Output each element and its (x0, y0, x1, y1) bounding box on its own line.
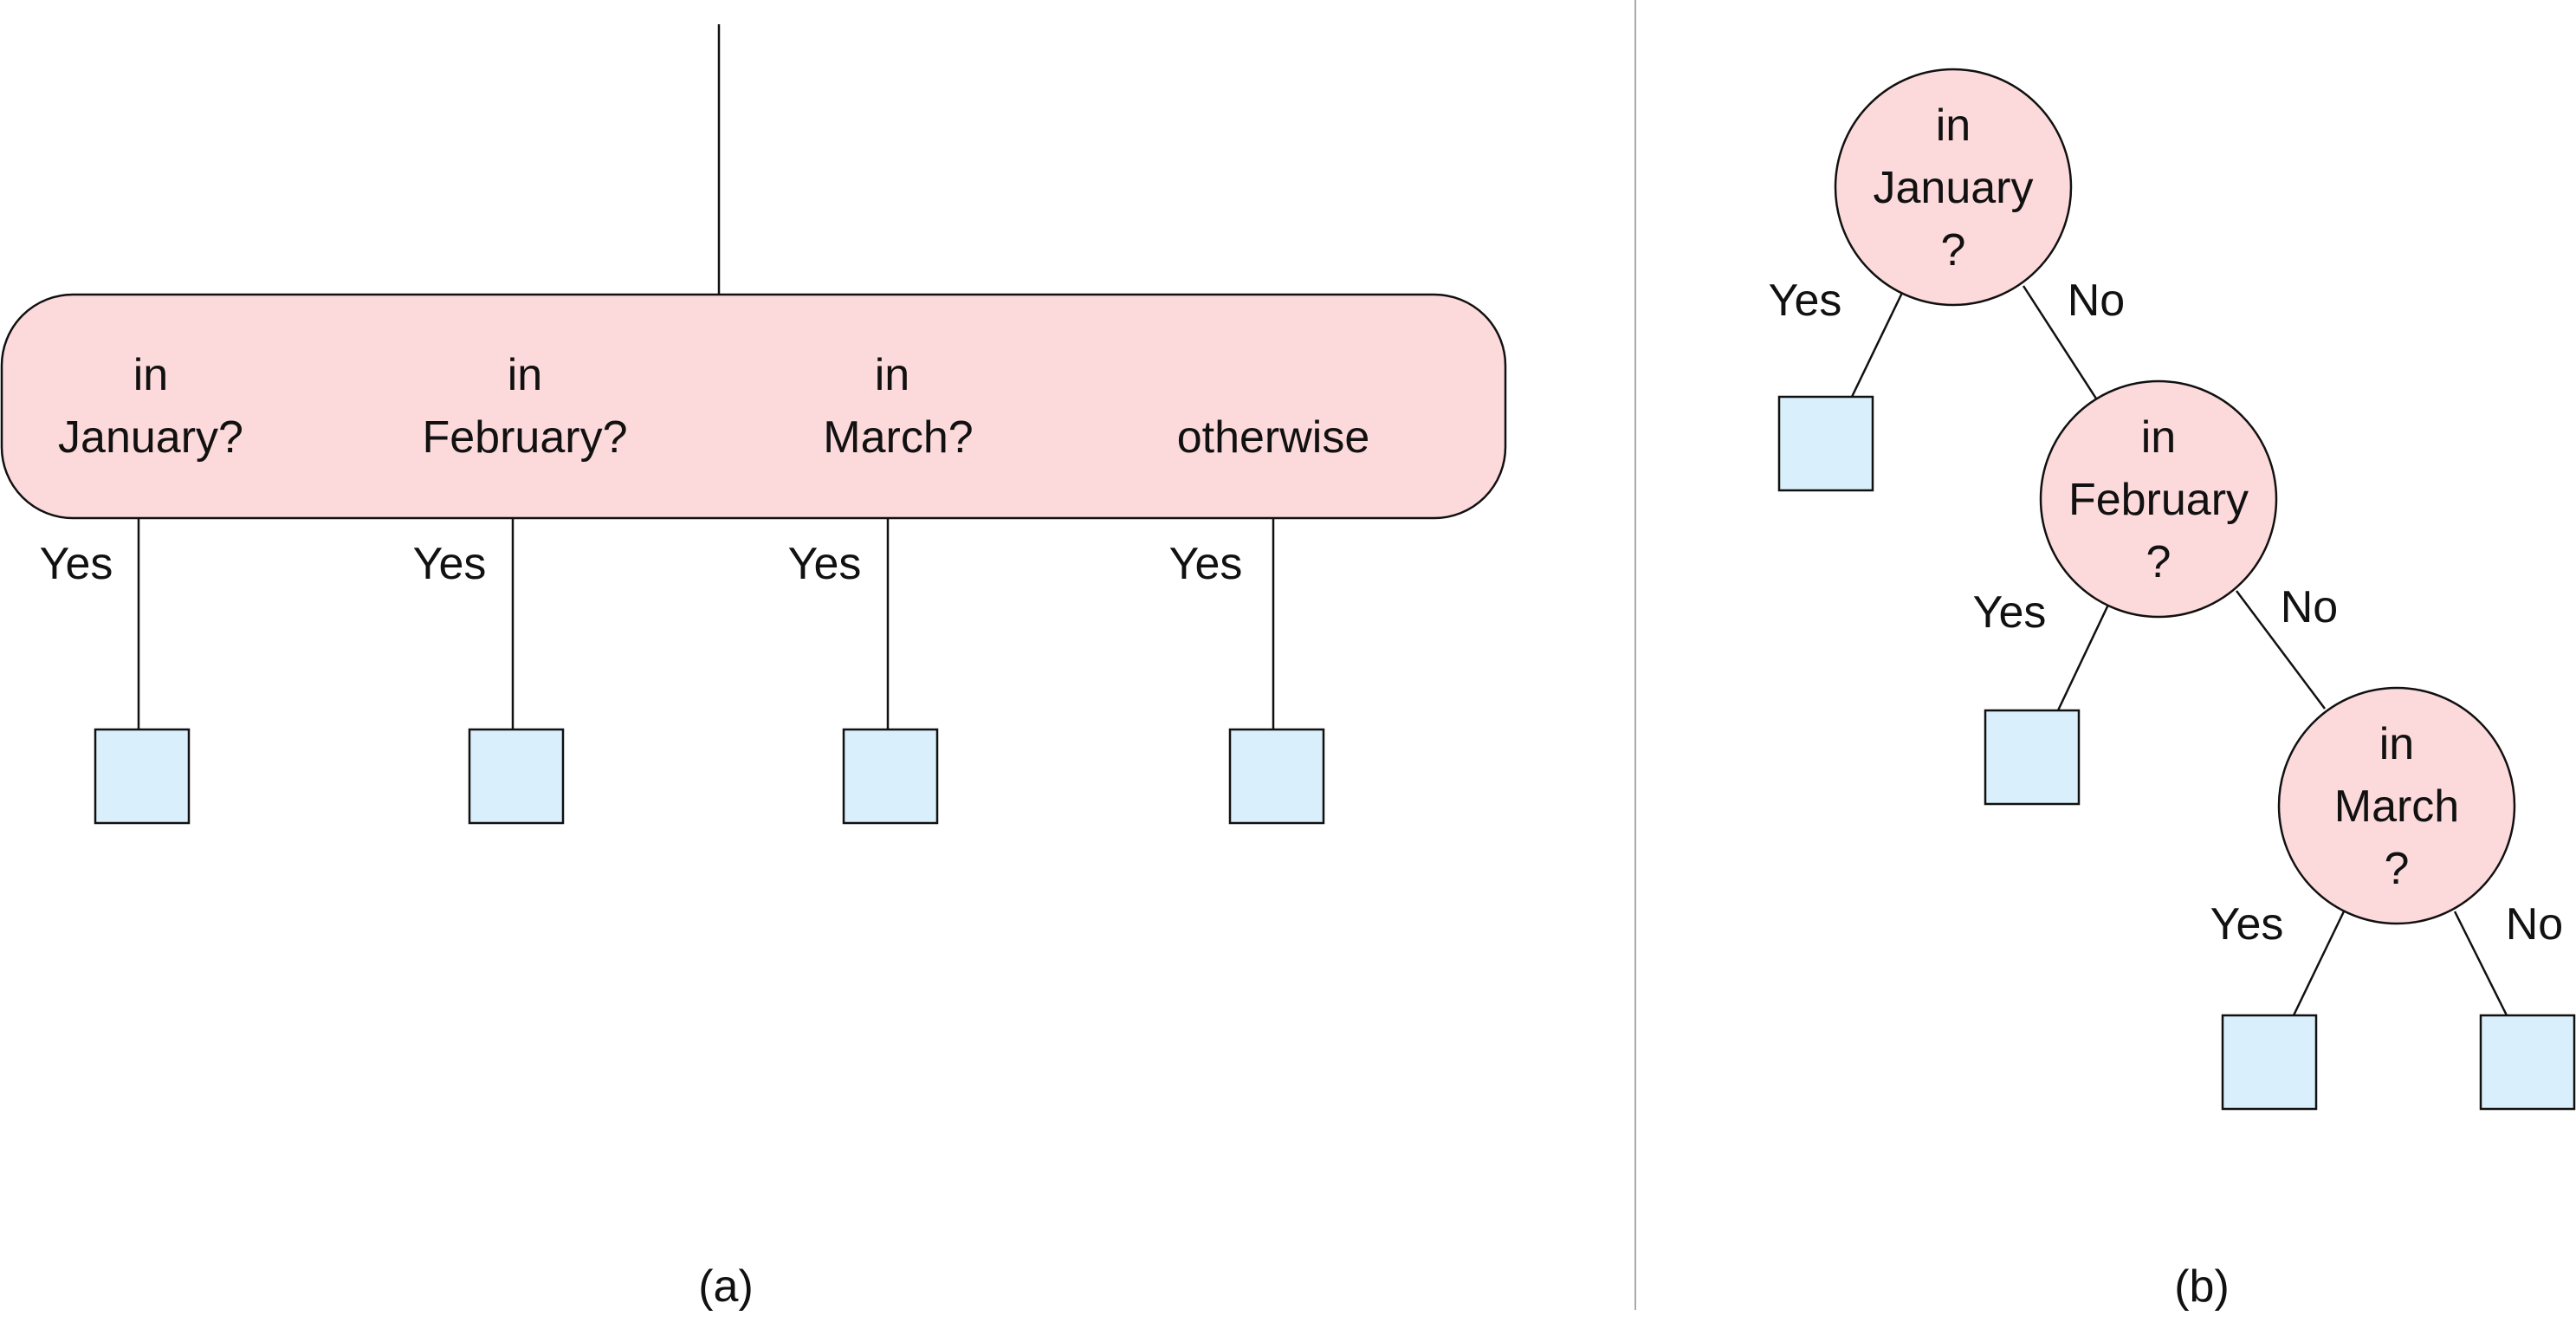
panel-b: in January ? in February ? in March ? Ye… (1769, 68, 2576, 1312)
feb-yes-label: Yes (1973, 587, 2047, 638)
edge-mar-no (2453, 911, 2508, 1016)
option-3-line2: March? (823, 412, 973, 463)
caption-b: (b) (2174, 1261, 2230, 1312)
option-1-line1: in (133, 350, 168, 400)
mar-yes-label: Yes (2210, 899, 2284, 950)
jan-yes-label: Yes (1769, 276, 1842, 326)
node-february (2039, 379, 2278, 619)
edge-jan-yes (1850, 292, 1904, 398)
leaf-2 (468, 728, 565, 825)
leaf-january-yes (1777, 395, 1874, 492)
edge-feb-yes (2056, 604, 2110, 711)
option-4-line2: otherwise (1177, 412, 1370, 463)
yes-label-4: Yes (1169, 539, 1243, 589)
leaf-4 (1228, 728, 1325, 825)
option-2-line2: February? (423, 412, 628, 463)
yes-label-3: Yes (788, 539, 862, 589)
edge-jan-no (2022, 285, 2098, 399)
node-february-line1: in (2141, 412, 2176, 463)
node-january-line2: January (1874, 163, 2034, 213)
mar-no-label: No (2506, 899, 2563, 950)
node-march (2277, 686, 2516, 925)
option-3-line1: in (875, 350, 909, 400)
node-january-line1: in (1936, 100, 1971, 151)
node-march-line1: in (2379, 719, 2414, 769)
leaf-march-no (2479, 1014, 2576, 1111)
leaf-march-yes (2221, 1014, 2318, 1111)
caption-a: (a) (698, 1261, 754, 1312)
node-january-line3: ? (1941, 225, 1966, 276)
jan-no-label: No (2068, 276, 2125, 326)
leaf-february-yes (1984, 709, 2081, 806)
multiway-node (0, 293, 1507, 520)
leaf-1 (94, 728, 191, 825)
feb-no-label: No (2281, 582, 2338, 632)
node-march-line2: March (2334, 781, 2459, 832)
leaf-3 (842, 728, 939, 825)
panel-a: in January? in February? in March? other… (0, 24, 1507, 1312)
edge-mar-yes (2292, 911, 2346, 1016)
edge-feb-no (2236, 590, 2326, 710)
node-february-line2: February (2068, 475, 2249, 525)
option-2-line1: in (508, 350, 542, 400)
node-january (1834, 68, 2073, 307)
option-1-line2: January? (58, 412, 243, 463)
yes-label-1: Yes (40, 539, 113, 589)
yes-label-2: Yes (413, 539, 487, 589)
node-february-line3: ? (2146, 537, 2171, 587)
node-march-line3: ? (2385, 844, 2410, 894)
